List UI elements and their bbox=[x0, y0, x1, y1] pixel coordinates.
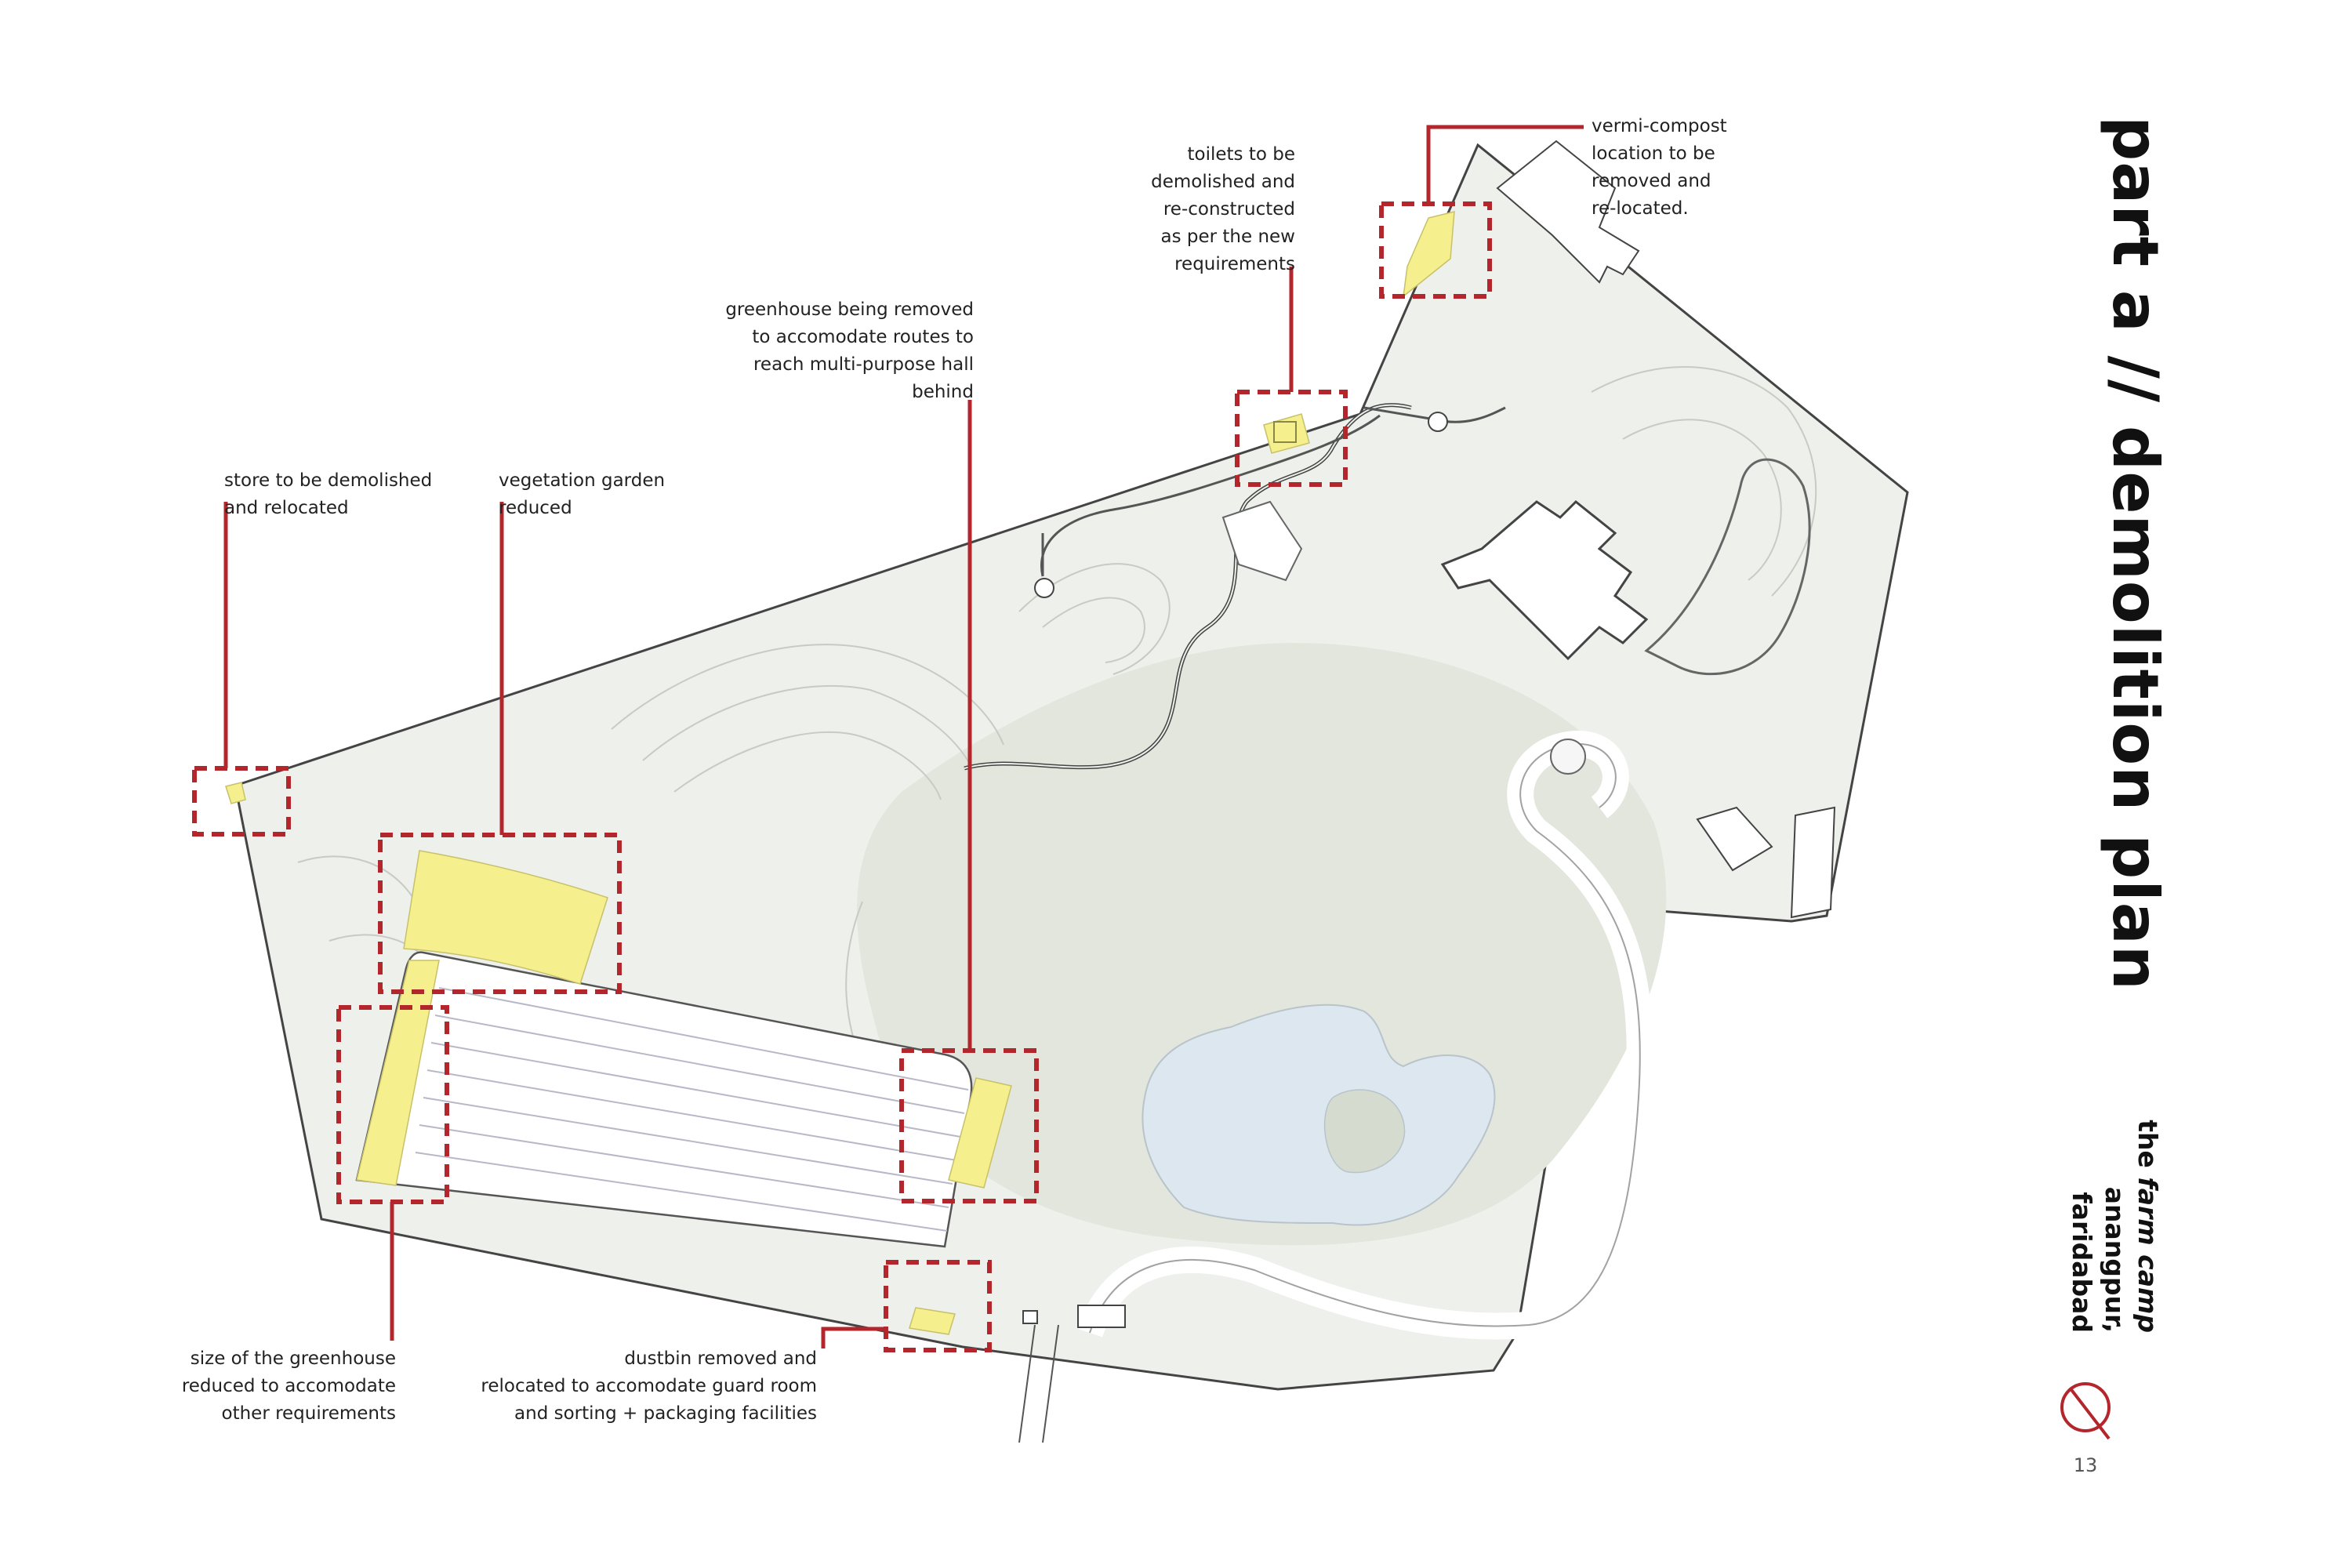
roundabout bbox=[1550, 739, 1586, 775]
marker-toilets bbox=[1235, 390, 1348, 487]
marker-vermi-compost bbox=[1379, 201, 1492, 299]
highlight-store bbox=[225, 782, 246, 804]
project-subtitle: the farm camp anangpur, faridabad bbox=[2065, 1051, 2164, 1333]
east-annex-building-2 bbox=[1696, 806, 1773, 872]
annotation-dustbin: dustbin removed and relocated to accomod… bbox=[481, 1348, 817, 1424]
main-hall-building bbox=[1440, 499, 1649, 661]
parking-area bbox=[1221, 500, 1303, 582]
leader-vermi bbox=[1426, 125, 1584, 204]
highlight-toilets bbox=[1263, 413, 1310, 454]
pond-island bbox=[1323, 1089, 1406, 1174]
east-loop-path bbox=[1644, 458, 1811, 676]
leader-dustbin bbox=[821, 1327, 886, 1348]
marker-store bbox=[192, 766, 291, 837]
subtitle-location: anangpur, faridabad bbox=[2067, 1186, 2130, 1333]
demolition-highlights bbox=[225, 211, 1455, 1335]
annotation-vegetation: vegetation garden reduced bbox=[499, 470, 666, 518]
subtitle-italic: farm camp bbox=[2132, 1177, 2163, 1333]
highlight-greenhouse-east bbox=[948, 1077, 1012, 1189]
pond bbox=[1142, 1004, 1496, 1226]
annotation-greenhouse-size: size of the greenhouse reduced to accomo… bbox=[181, 1348, 396, 1424]
highlight-dustbin bbox=[909, 1307, 956, 1335]
north-building bbox=[1496, 140, 1640, 284]
east-annex-building bbox=[1790, 806, 1836, 919]
marker-vegetation-garden bbox=[378, 833, 622, 994]
entry-driveway bbox=[1018, 1324, 1059, 1443]
annotation-toilets: toilets to be demolished and re-construc… bbox=[1151, 144, 1295, 274]
page-title: part a // demolition plan bbox=[2099, 116, 2172, 991]
annotation-store: store to be demolished and relocated bbox=[224, 470, 433, 518]
highlight-greenhouse-west bbox=[356, 960, 440, 1186]
leader-lines bbox=[223, 125, 1584, 1348]
greenhouse-rows bbox=[415, 987, 969, 1232]
gate-post bbox=[1022, 1310, 1038, 1324]
contour-lines bbox=[297, 366, 1817, 1114]
highlight-vegetation-garden bbox=[403, 850, 608, 985]
marker-dustbin bbox=[884, 1260, 992, 1352]
circle-slash-logo-icon bbox=[2060, 1382, 2111, 1440]
guard-booth bbox=[1077, 1305, 1126, 1328]
annotation-greenhouse-removed: greenhouse being removed to accomodate r… bbox=[725, 299, 974, 402]
highlight-vermi-compost bbox=[1403, 211, 1455, 298]
annotation-vermi-compost: vermi-compost location to be removed and… bbox=[1592, 116, 1727, 219]
page-number: 13 bbox=[2073, 1454, 2098, 1476]
subtitle-prefix: the bbox=[2132, 1120, 2163, 1178]
